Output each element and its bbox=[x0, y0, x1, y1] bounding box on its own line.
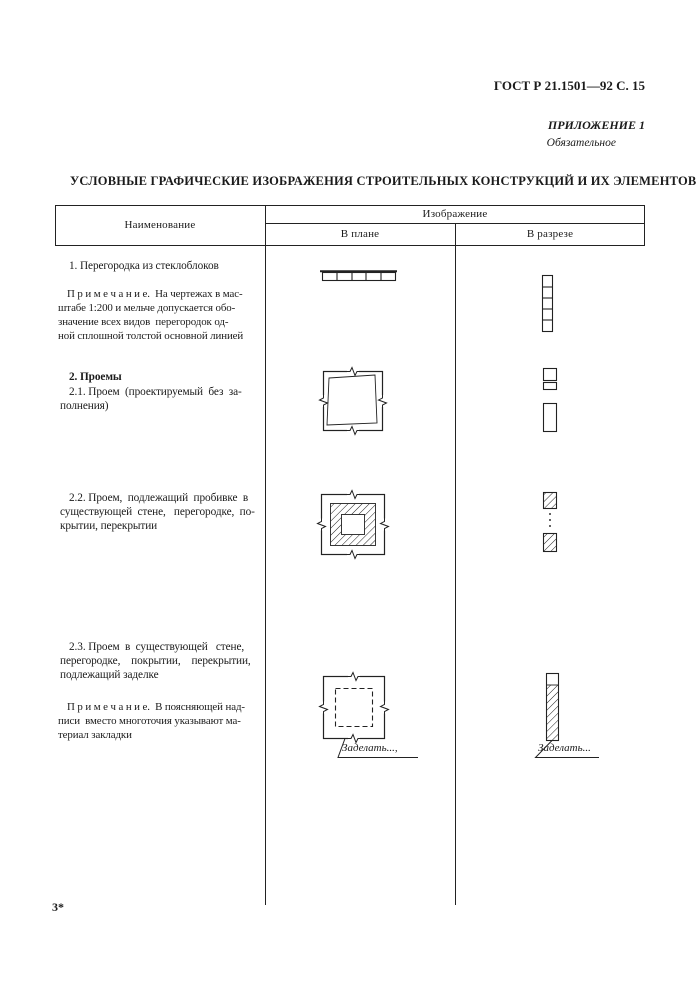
plan-seal-note-label: Заделать..., bbox=[342, 742, 398, 754]
row-1-name: 1. Перегородка из стеклоблоков bbox=[69, 260, 219, 272]
appendix-label: ПРИЛОЖЕНИЕ 1 bbox=[547, 118, 645, 132]
designed-opening-section-drawing bbox=[542, 367, 558, 433]
row-2-group-title: 2. Проемы bbox=[69, 371, 122, 383]
document-reference: ГОСТ Р 21.1501—92 С. 15 bbox=[493, 78, 645, 93]
opening-to-be-sealed-plan-drawing bbox=[318, 671, 418, 758]
row-3-name: 2.2. Проем, подлежащий пробивке в сущест… bbox=[60, 492, 255, 532]
page-title: УСЛОВНЫЕ ГРАФИЧЕСКИЕ ИЗОБРАЖЕНИЯ СТРОИТЕ… bbox=[70, 174, 697, 188]
column-header-image: Изображение bbox=[422, 208, 488, 220]
section-seal-note-label: Заделать... bbox=[538, 742, 591, 754]
column-header-plan: В плане bbox=[340, 228, 380, 240]
opening-to-be-punched-plan-drawing bbox=[316, 489, 390, 560]
table-top-border bbox=[55, 205, 645, 206]
table-column-divider-name bbox=[265, 205, 266, 905]
glass-block-partition-section-drawing bbox=[541, 274, 554, 333]
opening-to-be-sealed-section-drawing bbox=[534, 672, 599, 758]
table-column-divider-plan-section bbox=[455, 223, 456, 905]
table-left-border bbox=[55, 205, 56, 245]
row-4-name: 2.3. Проем в существующей стене, перегор… bbox=[60, 641, 251, 681]
column-header-name: Наименование bbox=[124, 219, 196, 231]
column-header-section: В разрезе bbox=[526, 228, 574, 240]
row-1-note: П р и м е ч а н и е. На чертежах в мас- … bbox=[58, 288, 244, 342]
table-right-border bbox=[644, 205, 645, 245]
table-header-bottom-border bbox=[55, 245, 645, 246]
sheet-signature-mark: 3* bbox=[52, 900, 64, 914]
opening-to-be-punched-section-drawing bbox=[542, 491, 558, 553]
row-4-note: П р и м е ч а н и е. В поясняющей над- п… bbox=[58, 701, 245, 741]
glass-block-partition-plan-drawing bbox=[320, 270, 397, 282]
row-2-name: 2.1. Проем (проектируемый без за- полнен… bbox=[60, 386, 242, 412]
appendix-type-label: Обязательное bbox=[546, 137, 616, 149]
designed-opening-plan-drawing bbox=[318, 366, 388, 436]
